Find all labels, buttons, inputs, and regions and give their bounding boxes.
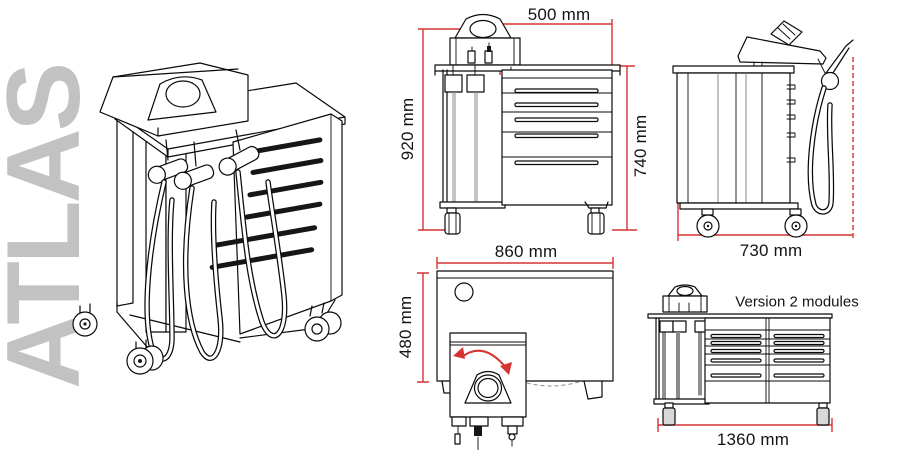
v2-cabinet <box>704 317 831 404</box>
version2-caption: Version 2 modules <box>735 293 859 311</box>
v2-head-unit <box>662 284 708 313</box>
front-head-unit <box>449 13 521 66</box>
v2-tabletop <box>647 313 833 319</box>
cart-head-unit <box>99 62 249 137</box>
dim-top-width: 860 mm <box>494 242 558 261</box>
dim-front-cabinet-height: 740 mm <box>631 114 650 178</box>
cart-casters <box>72 302 342 375</box>
dim-version2-width: 1360 mm <box>716 430 790 449</box>
isometric-view-drawing <box>72 62 346 375</box>
side-view-drawing <box>672 20 854 241</box>
version2-view-drawing <box>647 284 833 432</box>
top-view-drawing <box>417 257 614 450</box>
front-cabinet <box>501 69 613 206</box>
side-casters <box>679 202 808 238</box>
front-casters <box>444 201 609 235</box>
dim-front-top-width: 500 mm <box>527 5 591 24</box>
instrument-holders <box>147 129 260 190</box>
dim-side-depth: 730 mm <box>739 241 803 260</box>
v2-dim-lines <box>657 418 833 432</box>
cart-cabinet <box>209 113 343 335</box>
top-dim-lines <box>417 257 614 383</box>
side-body <box>672 65 796 204</box>
v2-hanging-instruments <box>653 317 710 405</box>
side-hose <box>807 85 835 215</box>
top-instrument-holders <box>451 416 524 450</box>
dim-top-depth: 480 mm <box>396 295 415 359</box>
top-head-unit <box>449 332 527 418</box>
v2-casters <box>662 402 830 426</box>
cart-base-frame <box>116 299 336 349</box>
side-head-unit <box>737 20 854 91</box>
dim-front-total-height: 920 mm <box>398 97 417 161</box>
front-view-drawing <box>418 13 637 235</box>
